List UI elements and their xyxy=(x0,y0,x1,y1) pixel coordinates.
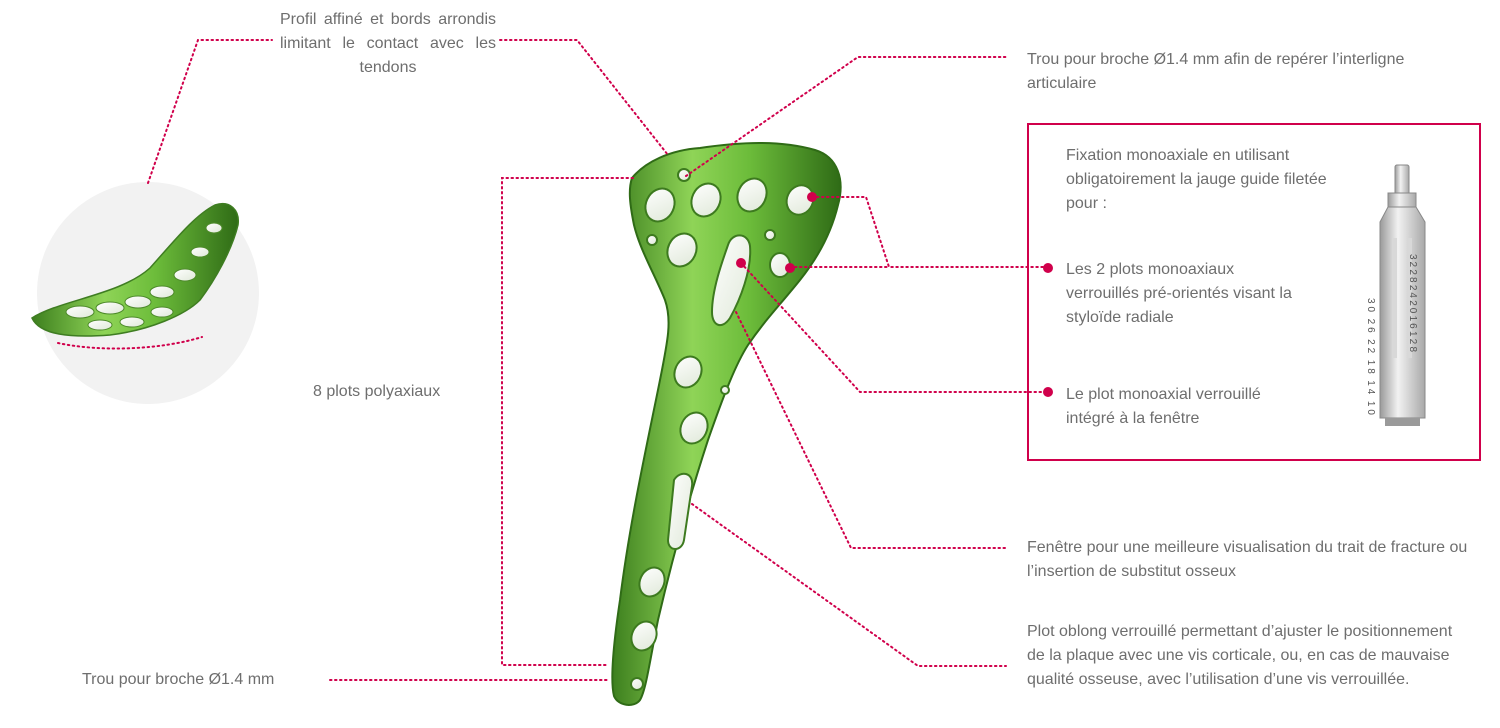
label-bottom-hole: Trou pour broche Ø1.4 mm xyxy=(82,671,275,688)
box-item-2: Le plot monoaxial verrouillé intégré à l… xyxy=(1066,386,1261,427)
leader-lines xyxy=(147,39,1049,681)
label-top-hole: Trou pour broche Ø1.4 mm afin de repérer… xyxy=(1027,51,1405,92)
guide-gauge xyxy=(1379,164,1426,426)
marker-dots xyxy=(736,192,1053,397)
label-window: Fenêtre pour une meilleure visualisation… xyxy=(1027,539,1468,580)
label-oblong: Plot oblong verrouillé permettant d’ajus… xyxy=(1027,623,1453,688)
box-title: Fixation monoaxiale en utilisant obligat… xyxy=(1066,144,1356,216)
monoaxial-box xyxy=(1027,123,1481,461)
box-title-rest: en utilisant obligatoirement la jauge gu… xyxy=(1066,147,1327,212)
label-profile: Profil affiné et bords arrondis limitant… xyxy=(280,11,496,76)
inset-curve-line xyxy=(57,336,203,350)
box-item-1: Les 2 plots monoaxiaux verrouillés pré-o… xyxy=(1066,261,1292,326)
label-polyaxial: 8 plots polyaxiaux xyxy=(313,383,441,400)
volar-plate xyxy=(611,142,842,706)
box-title-strong: Fixation monoaxiale xyxy=(1066,147,1209,164)
profile-inset xyxy=(31,182,259,404)
